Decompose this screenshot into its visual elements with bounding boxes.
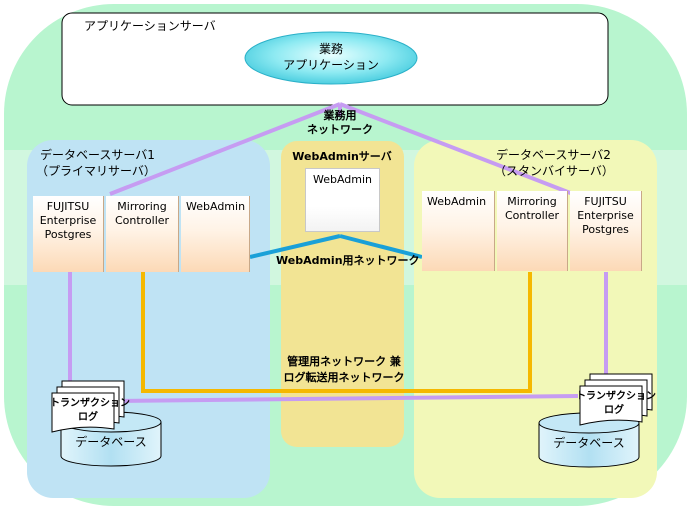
db2-component-webadmin: WebAdmin — [422, 191, 495, 271]
webadmin-server-title: WebAdminサーバ — [292, 150, 392, 163]
mgmt-network-label-2: ログ転送用ネットワーク — [283, 371, 405, 384]
db1-database-label: データベース — [75, 435, 147, 449]
db1-mirroring-line2: Controller — [114, 214, 170, 227]
db1-component-webadmin: WebAdmin — [181, 196, 250, 272]
db-server2-subtitle: （スタンバイサーバ） — [494, 164, 614, 178]
business-app-ellipse — [244, 31, 418, 85]
business-app-label-2: アプリケーション — [283, 58, 379, 72]
webadmin-network-label: WebAdmin用ネットワーク — [276, 254, 420, 267]
db2-database-label: データベース — [553, 436, 625, 450]
business-network-label-1: 業務用 — [323, 109, 357, 122]
webadmin-line-right — [339, 234, 423, 259]
mgmt-network-label-1: 管理用ネットワーク 兼 — [287, 355, 401, 368]
db-server2-title: データベースサーバ2 — [496, 148, 611, 162]
db2-postgres-line3: Postgres — [582, 223, 629, 236]
business-network-label-2: ネットワーク — [307, 123, 373, 136]
db2-webadmin-line1: WebAdmin — [427, 195, 487, 208]
db1-postgres-line1: FUJITSU — [46, 200, 90, 213]
db2-mirroring-line1: Mirroring — [507, 195, 557, 208]
log-line-horizontal — [119, 394, 579, 403]
db2-postgres-line2: Enterprise — [577, 209, 634, 222]
db1-component-mirroring: Mirroring Controller — [106, 196, 179, 272]
db2-mirroring-line2: Controller — [504, 209, 560, 222]
business-line-right — [339, 102, 574, 196]
db-server1-title: データベースサーバ1 — [40, 148, 155, 162]
business-line-left — [109, 102, 341, 196]
db1-component-postgres: FUJITSU Enterprise Postgres — [33, 196, 104, 272]
db-server1-subtitle: （プライマリサーバ） — [36, 164, 156, 178]
app-server-title: アプリケーションサーバ — [84, 19, 216, 33]
db1-mirroring-line1: Mirroring — [117, 200, 167, 213]
db2-postgres-line1: FUJITSU — [584, 195, 627, 208]
db2-log-label-2: ログ — [604, 405, 624, 416]
db2-log-label-1: トランザクション — [576, 391, 656, 402]
transaction-log-docs-right — [579, 373, 653, 426]
business-app-label-1: 業務 — [318, 42, 343, 56]
db1-postgres-line3: Postgres — [44, 228, 92, 241]
db1-log-label-2: ログ — [78, 412, 98, 423]
webadmin-line-left — [249, 234, 341, 259]
webadmin-server-component-label: WebAdmin — [312, 173, 373, 186]
db1-log-label-1: トランザクション — [50, 398, 130, 409]
db2-component-postgres: FUJITSU Enterprise Postgres — [570, 191, 642, 271]
transaction-log-docs-left — [51, 380, 125, 433]
db2-component-mirroring: Mirroring Controller — [497, 191, 568, 271]
db1-postgres-line2: Enterprise — [39, 214, 97, 227]
webadmin-server-component: WebAdmin — [305, 168, 380, 232]
db1-webadmin-line1: WebAdmin — [186, 200, 246, 213]
mgmt-network-line — [141, 272, 532, 393]
